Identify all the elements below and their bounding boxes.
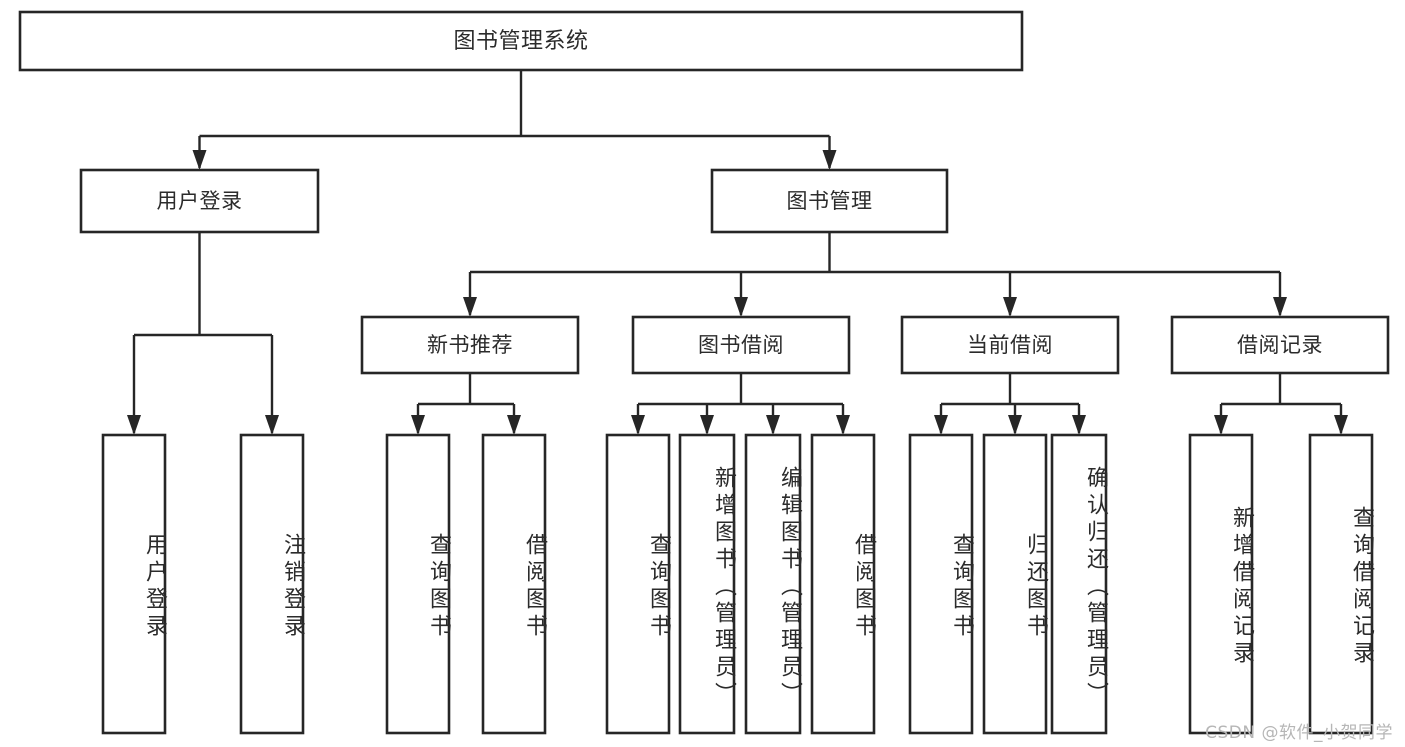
node-layer	[18, 10, 1390, 735]
node-box-leaf-query-record[interactable]	[1308, 433, 1374, 735]
arrow-head-borrow-record	[1273, 297, 1287, 317]
node-box-leaf-borrow-book-1[interactable]	[481, 433, 547, 735]
node-box-leaf-confirm-return[interactable]	[1050, 433, 1108, 735]
arrow-head-leaf-confirm-return	[1072, 415, 1086, 435]
node-box-new-book-rec[interactable]	[360, 315, 580, 375]
node-box-leaf-add-record[interactable]	[1188, 433, 1254, 735]
arrow-head-leaf-query-record	[1334, 415, 1348, 435]
node-box-leaf-return-book[interactable]	[982, 433, 1048, 735]
arrow-head-user-login	[192, 150, 207, 170]
arrow-head-leaf-borrow-book-2	[836, 415, 850, 435]
arrow-head-book-manage	[822, 150, 837, 170]
node-box-leaf-edit-book[interactable]	[744, 433, 802, 735]
node-box-leaf-query-book-2[interactable]	[605, 433, 671, 735]
node-box-leaf-query-book-3[interactable]	[908, 433, 974, 735]
arrow-head-leaf-query-book-3	[934, 415, 948, 435]
node-label-new-book-rec: 新书推荐	[427, 333, 513, 357]
connector-layer	[127, 70, 1348, 435]
node-box-leaf-user-login[interactable]	[101, 433, 167, 735]
arrow-head-leaf-return-book	[1008, 415, 1022, 435]
node-box-leaf-borrow-book-2[interactable]	[810, 433, 876, 735]
node-box-user-login[interactable]	[79, 168, 320, 234]
node-label-user-login: 用户登录	[157, 189, 243, 213]
arrow-head-leaf-query-book-1	[411, 415, 425, 435]
node-box-book-borrow[interactable]	[631, 315, 851, 375]
node-label-borrow-record: 借阅记录	[1237, 333, 1323, 357]
node-label-book-manage: 图书管理	[787, 189, 873, 213]
arrow-head-current-borrow	[1003, 297, 1017, 317]
arrow-head-book-borrow	[734, 297, 748, 317]
node-box-book-manage[interactable]	[710, 168, 949, 234]
node-box-leaf-logout[interactable]	[239, 433, 305, 735]
node-box-current-borrow[interactable]	[900, 315, 1120, 375]
arrow-head-leaf-edit-book	[766, 415, 780, 435]
node-box-leaf-add-book[interactable]	[678, 433, 736, 735]
arrow-head-leaf-logout	[265, 415, 279, 435]
node-label-root: 图书管理系统	[453, 29, 588, 54]
node-box-root[interactable]	[18, 10, 1024, 72]
arrow-head-leaf-add-record	[1214, 415, 1228, 435]
node-box-borrow-record[interactable]	[1170, 315, 1390, 375]
node-box-leaf-query-book-1[interactable]	[385, 433, 451, 735]
arrow-head-new-book-rec	[463, 297, 477, 317]
arrow-head-leaf-add-book	[700, 415, 714, 435]
node-label-current-borrow: 当前借阅	[967, 333, 1053, 357]
arrow-head-leaf-borrow-book-1	[507, 415, 521, 435]
watermark: CSDN @软件_小贺同学	[1205, 723, 1393, 743]
node-label-book-borrow: 图书借阅	[698, 333, 784, 357]
arrow-head-leaf-user-login	[127, 415, 141, 435]
arrow-head-leaf-query-book-2	[631, 415, 645, 435]
